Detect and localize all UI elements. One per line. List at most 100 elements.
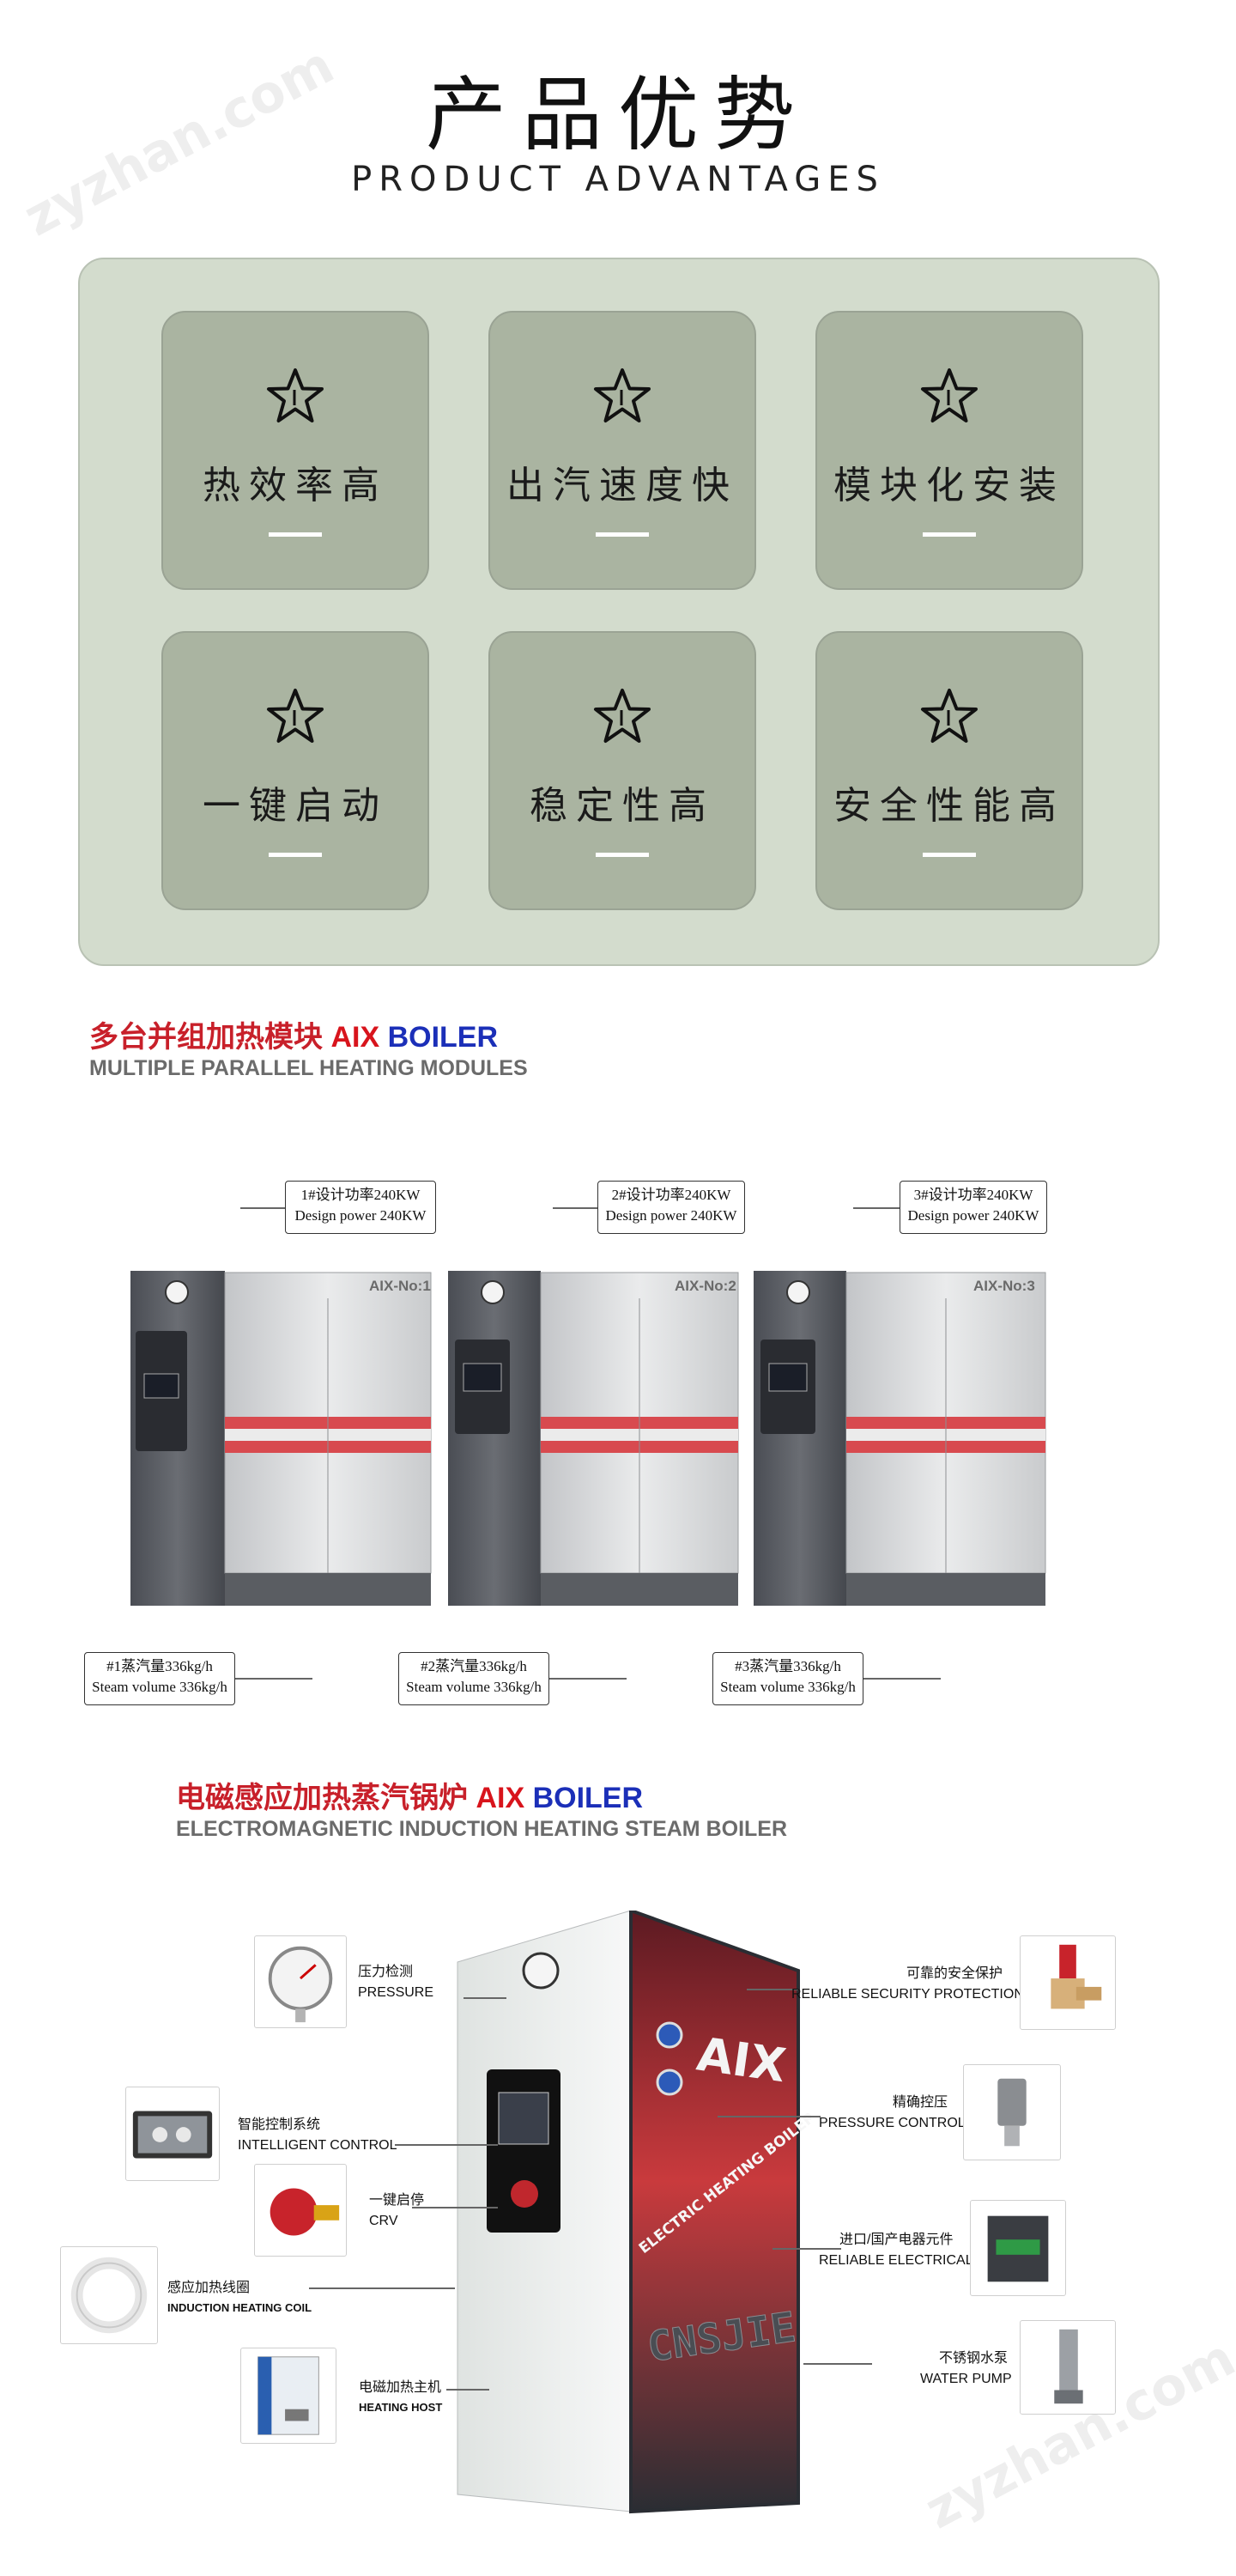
section-title: 电磁感应加热蒸汽锅炉 AIX BOILER — [176, 1774, 643, 1816]
advantage-label: 安全性能高 — [833, 784, 1065, 828]
advantage-card: 热效率高 — [161, 311, 429, 590]
divider — [596, 532, 649, 537]
section-subtitle: ELECTROMAGNETIC INDUCTION HEATING STEAM … — [176, 1817, 788, 1841]
steam-volume-zh: #1蒸汽量336kg/h — [106, 1658, 213, 1674]
advantage-label: 出汽速度快 — [506, 464, 738, 507]
design-power-en: Design power 240KW — [605, 1207, 737, 1224]
feature-label-zh: 不锈钢水泵 — [939, 2351, 1009, 2366]
leader-line — [747, 1989, 798, 1990]
leader-line — [853, 1207, 900, 1209]
cabinet-logo: AIX — [694, 2026, 789, 2093]
brand-boiler: BOILER — [532, 1782, 644, 1814]
star-icon — [594, 689, 651, 743]
advantage-card: 安全性能高 — [815, 631, 1083, 910]
design-power-zh: 2#设计功率240KW — [611, 1187, 731, 1203]
model-label: AIX-No:2 — [675, 1278, 736, 1294]
model-label: AIX-No:1 — [369, 1278, 431, 1294]
leader-line — [718, 2116, 821, 2117]
steam-volume-en: Steam volume 336kg/h — [406, 1679, 542, 1695]
section-subtitle: MULTIPLE PARALLEL HEATING MODULES — [89, 1056, 528, 1080]
brand-aix: AIX — [330, 1021, 380, 1054]
boiler-cabinet-image: AIX ELECTRIC HEATING BOILER CNSJIE — [457, 1911, 811, 2514]
feature-label-zh: 压力检测 — [358, 1965, 414, 1979]
steam-volume-callout: #2蒸汽量336kg/h Steam volume 336kg/h — [398, 1652, 549, 1705]
advantage-label: 模块化安装 — [833, 464, 1065, 507]
feature-label-en: PRESSURE — [358, 1985, 434, 2000]
divider — [269, 532, 322, 537]
divider — [923, 853, 976, 857]
advantage-card: 稳定性高 — [488, 631, 756, 910]
advantage-label: 一键启动 — [203, 784, 388, 828]
section-title: 多台并组加热模块 AIX BOILER — [89, 1013, 498, 1055]
feature-label-en: INTELLIGENT CONTROL — [238, 2138, 397, 2153]
feature-label-zh: 感应加热线圈 — [167, 2281, 251, 2295]
design-power-callout: 2#设计功率240KW Design power 240KW — [597, 1181, 745, 1234]
divider — [596, 853, 649, 857]
leader-line — [412, 2207, 498, 2208]
leader-line — [464, 1997, 506, 1999]
coil-icon — [60, 2246, 158, 2344]
emergency-stop-icon — [254, 2164, 347, 2257]
boiler-modules-image — [130, 1271, 1046, 1606]
advantage-card: 模块化安装 — [815, 311, 1083, 590]
leader-line — [309, 2287, 455, 2289]
feature-label-en: RELIABLE SECURITY PROTECTION — [791, 1987, 1024, 2002]
steam-volume-en: Steam volume 336kg/h — [92, 1679, 227, 1695]
leader-line — [240, 1207, 285, 1209]
pressure-gauge-icon — [254, 1935, 347, 2028]
model-label: AIX-No:3 — [973, 1278, 1035, 1294]
advantage-card: 出汽速度快 — [488, 311, 756, 590]
design-power-callout: 3#设计功率240KW Design power 240KW — [900, 1181, 1047, 1234]
star-icon — [594, 368, 651, 422]
heating-host-icon — [240, 2348, 336, 2444]
pressure-sensor-icon — [963, 2064, 1061, 2160]
steam-volume-zh: #3蒸汽量336kg/h — [735, 1658, 841, 1674]
steam-volume-callout: #1蒸汽量336kg/h Steam volume 336kg/h — [84, 1652, 235, 1705]
steam-volume-callout: #3蒸汽量336kg/h Steam volume 336kg/h — [712, 1652, 863, 1705]
feature-label-en: WATER PUMP — [920, 2372, 1012, 2386]
design-power-en: Design power 240KW — [294, 1207, 427, 1224]
safety-valve-icon — [1020, 1935, 1116, 2030]
feature-label-zh: 电磁加热主机 — [359, 2380, 442, 2395]
section-title-zh: 多台并组加热模块 — [89, 1021, 323, 1054]
advantage-label: 热效率高 — [203, 464, 388, 507]
page-subtitle: PRODUCT ADVANTAGES — [351, 160, 885, 199]
brand-aix: AIX — [476, 1782, 525, 1814]
leader-line — [395, 2144, 498, 2146]
page-title: 产品优势 — [425, 69, 810, 162]
star-icon — [267, 368, 324, 422]
divider — [923, 532, 976, 537]
star-icon — [921, 368, 978, 422]
feature-label-zh: 可靠的安全保护 — [906, 1966, 1003, 1981]
leader-line — [553, 1207, 597, 1209]
star-icon — [267, 689, 324, 743]
leader-line — [549, 1678, 627, 1680]
star-icon — [921, 689, 978, 743]
feature-label-zh: 一键启停 — [369, 2193, 425, 2208]
design-power-zh: 1#设计功率240KW — [300, 1187, 421, 1203]
leader-line — [772, 2248, 841, 2250]
advantages-panel: 热效率高 出汽速度快 模块化安装 一键启动 稳定性高 安全性能高 — [78, 258, 1160, 966]
leader-line — [235, 1678, 312, 1680]
feature-label-en: INDUCTION HEATING COIL — [167, 2301, 312, 2314]
touch-screen-icon — [125, 2087, 220, 2181]
design-power-callout: 1#设计功率240KW Design power 240KW — [285, 1181, 436, 1234]
advantage-label: 稳定性高 — [530, 784, 715, 828]
design-power-en: Design power 240KW — [907, 1207, 1039, 1224]
steam-volume-zh: #2蒸汽量336kg/h — [421, 1658, 527, 1674]
feature-label-zh: 精确控压 — [893, 2095, 948, 2110]
section-title-zh: 电磁感应加热蒸汽锅炉 — [176, 1782, 468, 1814]
water-pump-icon — [1020, 2320, 1116, 2415]
leader-line — [803, 2363, 872, 2365]
steam-volume-en: Steam volume 336kg/h — [720, 1679, 856, 1695]
feature-label-en: HEATING HOST — [359, 2401, 443, 2414]
divider — [269, 853, 322, 857]
brand-boiler: BOILER — [387, 1021, 499, 1054]
feature-label-zh: 进口/国产电器元件 — [839, 2233, 954, 2247]
leader-line — [863, 1678, 941, 1680]
contactor-icon — [970, 2200, 1066, 2296]
feature-label-en: CRV — [369, 2214, 398, 2228]
design-power-zh: 3#设计功率240KW — [913, 1187, 1033, 1203]
advantage-card: 一键启动 — [161, 631, 429, 910]
leader-line — [446, 2389, 489, 2391]
